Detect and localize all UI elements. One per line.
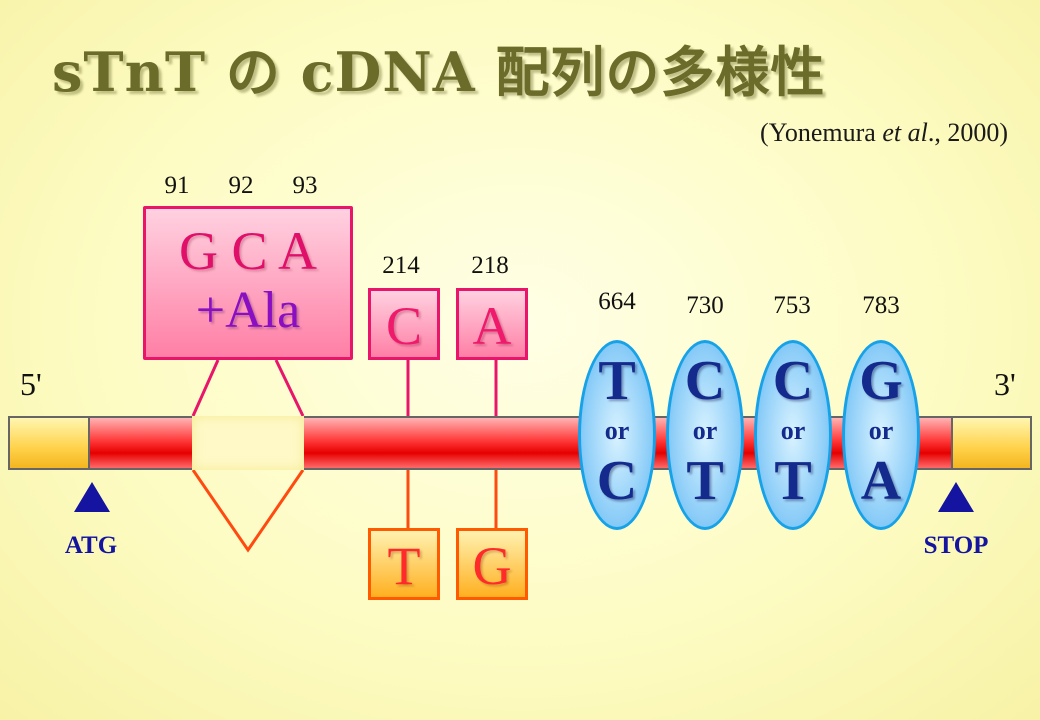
position-number: 783 <box>862 292 900 319</box>
variant-ellipse: C or T <box>754 340 832 530</box>
position-number: 730 <box>686 292 724 319</box>
page-title: sTnT の cDNA 配列の多様性 <box>52 40 826 104</box>
position-number: 93 <box>292 172 318 199</box>
snp-top-nucleotide: C <box>368 288 440 360</box>
position-number: 218 <box>471 252 509 279</box>
snp-bottom-nucleotide: T <box>368 528 440 600</box>
codon-sequence: G C A <box>178 221 318 281</box>
snp-bottom-nucleotide: G <box>456 528 528 600</box>
three-prime-label: 3' <box>994 366 1016 402</box>
codon-insert-box: G C A +Ala <box>143 206 353 360</box>
insert-line-right <box>274 359 305 417</box>
five-prime-label: 5' <box>20 366 42 402</box>
variant-ellipse: G or A <box>842 340 920 530</box>
position-number: 91 <box>164 172 190 199</box>
position-number: 664 <box>598 288 636 315</box>
position-number: 92 <box>228 172 254 199</box>
stop-triangle-icon <box>938 482 974 512</box>
snp-top-nucleotide: A <box>456 288 528 360</box>
start-codon-label: ATG <box>64 532 118 559</box>
variant-ellipse: C or T <box>666 340 744 530</box>
variant-ellipse: T or C <box>578 340 656 530</box>
citation: (Yonemura et al., 2000) <box>760 118 1008 147</box>
position-number: 214 <box>382 252 420 279</box>
start-triangle-icon <box>74 482 110 512</box>
insert-line-left <box>191 359 220 417</box>
position-number: 753 <box>773 292 811 319</box>
amino-acid-label: +Ala <box>195 282 301 339</box>
three-prime-utr <box>951 416 1032 470</box>
insertion-gap <box>192 416 304 470</box>
deletion-line <box>191 469 305 553</box>
stop-codon-label: STOP <box>923 532 989 559</box>
five-prime-utr <box>8 416 90 470</box>
